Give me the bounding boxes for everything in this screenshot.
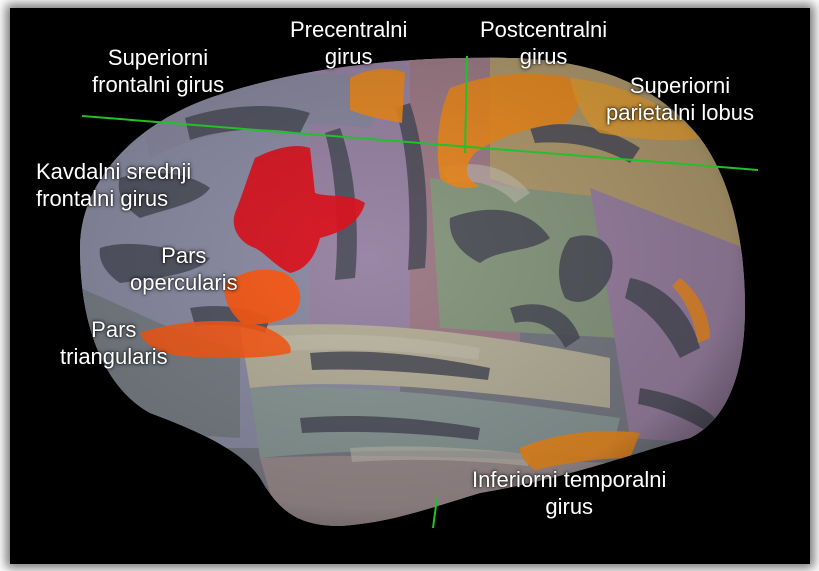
label-pars-triangularis: Pars triangularis xyxy=(60,316,168,370)
label-superior-frontal: Superiorni frontalni girus xyxy=(92,44,224,98)
label-superior-parietal: Superiorni parietalni lobus xyxy=(606,72,754,126)
label-inferior-temporal: Inferiorni temporalni girus xyxy=(472,466,666,520)
label-postcentral: Postcentralni girus xyxy=(480,16,607,70)
label-pars-opercularis: Pars opercularis xyxy=(130,242,238,296)
label-caudal-middle-frontal: Kavdalni srednji frontalni girus xyxy=(36,158,191,212)
label-precentral: Precentralni girus xyxy=(290,16,407,70)
brain-figure: Superiorni frontalni girus Precentralni … xyxy=(10,8,810,564)
